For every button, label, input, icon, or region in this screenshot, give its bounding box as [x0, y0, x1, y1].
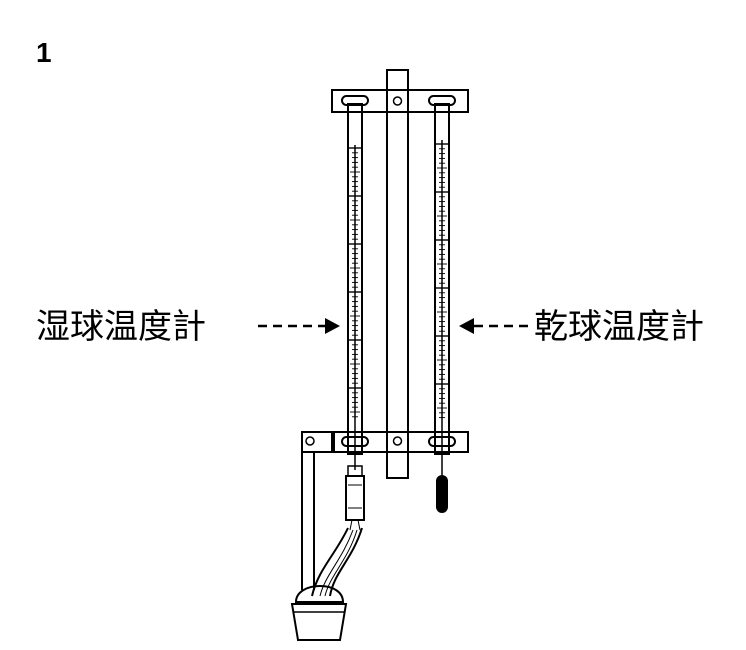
top-bracket [331, 89, 469, 113]
dry-bulb-callout: 乾球温度計 [459, 307, 704, 347]
dry-bulb-arrow [459, 318, 474, 334]
wet-scale-ticks [348, 147, 362, 418]
post-screw-bottom [392, 436, 403, 446]
dry-scale-ticks [435, 143, 449, 419]
figure-number: 1 [36, 37, 52, 68]
side-bracket-screw [305, 436, 315, 446]
center-post [386, 69, 409, 479]
dry-bulb [436, 475, 448, 513]
dry-bulb-label: 乾球温度計 [534, 307, 704, 347]
wick-sleeve [345, 465, 365, 531]
wet-bulb-thermometer [290, 103, 365, 641]
water-cup [290, 584, 348, 641]
side-bracket [301, 431, 335, 590]
dry-bulb-thermometer [434, 103, 450, 513]
post-screw-top [392, 96, 403, 106]
bottom-bracket [331, 431, 469, 453]
wet-bulb-arrow [325, 318, 340, 334]
wet-bulb-label: 湿球温度計 [36, 307, 206, 347]
wet-bulb-callout: 湿球温度計 [36, 307, 340, 347]
